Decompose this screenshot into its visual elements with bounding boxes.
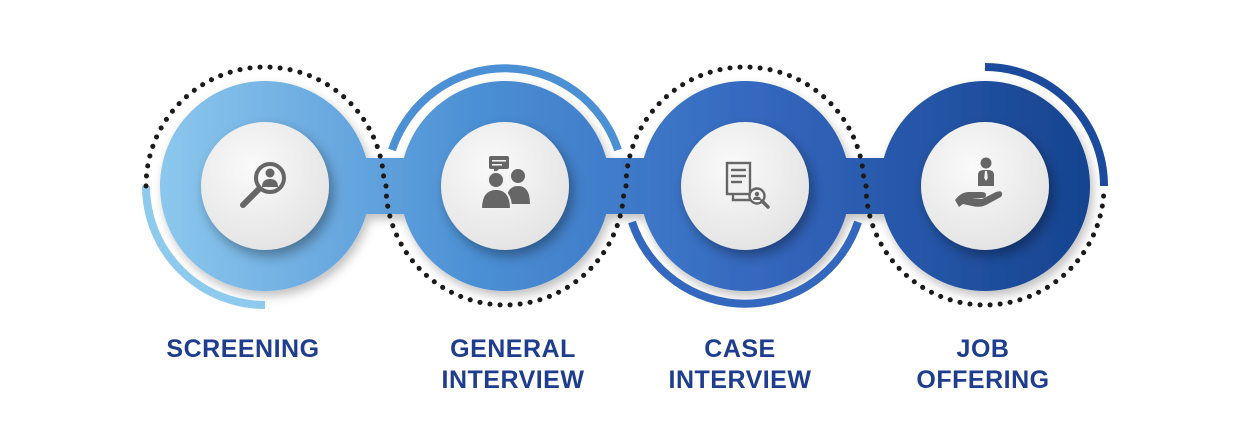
hand-person-icon xyxy=(955,157,1003,207)
people-chat-icon xyxy=(479,156,530,210)
step-label-case-interview-line2: INTERVIEW xyxy=(668,366,812,394)
step-label-job-offering-line2: OFFERING xyxy=(916,366,1050,394)
magnifier-person-icon xyxy=(240,162,286,208)
arc-job-offering xyxy=(984,63,1108,187)
step-label-case-interview-line1: CASE xyxy=(704,335,776,363)
step-label-screening: SCREENING xyxy=(133,334,353,365)
inner-circle-general-interview xyxy=(441,122,569,250)
step-label-general-interview-line2: INTERVIEW xyxy=(441,366,585,394)
step-label-screening-line1: SCREENING xyxy=(166,335,320,363)
arc-case-interview xyxy=(628,220,862,308)
step-label-case-interview: CASE INTERVIEW xyxy=(630,334,850,396)
step-label-job-offering: JOB OFFERING xyxy=(873,334,1093,396)
step-label-general-interview: GENERAL INTERVIEW xyxy=(403,334,623,396)
arc-screening xyxy=(142,185,266,309)
step-label-job-offering-line1: JOB xyxy=(956,335,1010,363)
step-label-general-interview-line1: GENERAL xyxy=(450,335,576,363)
arc-general-interview xyxy=(388,64,622,152)
document-search-icon xyxy=(725,161,770,209)
